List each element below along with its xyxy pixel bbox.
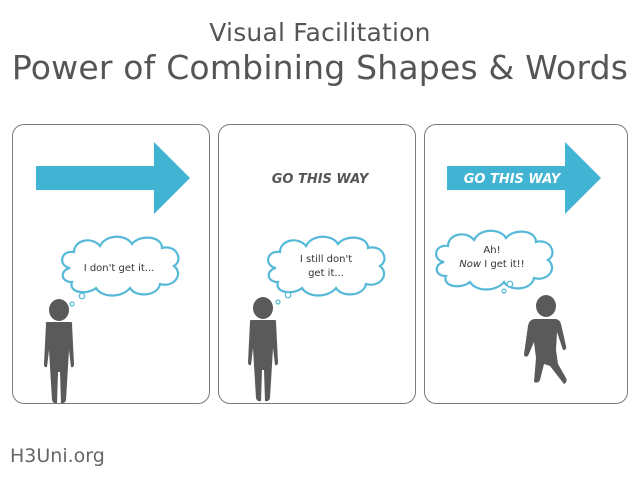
thought-bubble-dot bbox=[501, 288, 507, 294]
thought-text-3-line-1: Ah! bbox=[483, 245, 500, 256]
thought-text-2-line-1: I still don't bbox=[300, 254, 352, 265]
panel-3-arrow-label: GO THIS WAY bbox=[464, 172, 562, 187]
thought-bubble-dot bbox=[506, 280, 514, 288]
walking-person-icon bbox=[524, 295, 567, 384]
thought-text-3-rest: I get it!! bbox=[484, 259, 524, 270]
thought-bubble-dot bbox=[78, 292, 86, 300]
thought-bubble-dot bbox=[275, 299, 281, 305]
arrow-right-icon bbox=[447, 142, 601, 214]
thought-bubble-dot bbox=[69, 301, 75, 307]
thought-text-2-line-2: get it... bbox=[308, 268, 344, 279]
page-title: Power of Combining Shapes & Words bbox=[11, 48, 629, 87]
person-icon bbox=[248, 297, 278, 402]
site-footer: H3Uni.org bbox=[10, 445, 105, 467]
thought-bubble-dot bbox=[284, 291, 292, 299]
thought-text-1-line-1: I don't get it... bbox=[84, 263, 155, 274]
thought-text-3-emphasis: Now bbox=[459, 259, 482, 270]
subtitle: Visual Facilitation bbox=[209, 18, 431, 47]
thought-text-3-line-2: Now I get it!! bbox=[459, 259, 524, 270]
person-icon bbox=[44, 299, 74, 404]
arrow-right-icon bbox=[36, 142, 190, 214]
panel-2-arrow-label: GO THIS WAY bbox=[272, 172, 370, 187]
thought-cloud-2 bbox=[267, 235, 386, 297]
